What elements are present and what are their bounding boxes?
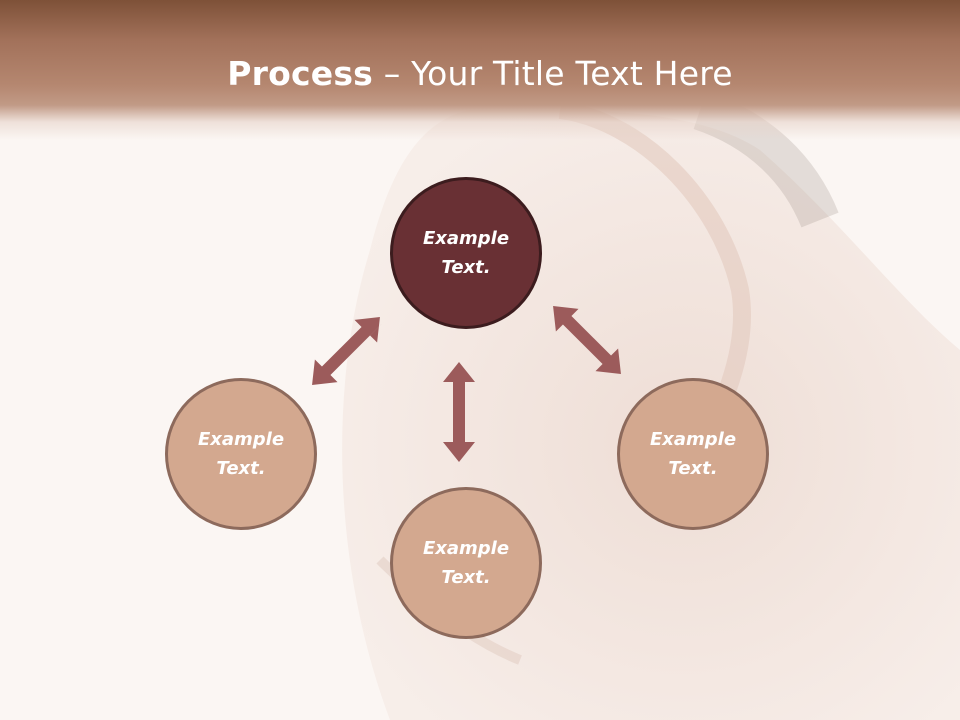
node-right: Example Text.: [617, 378, 769, 530]
node-top: Example Text.: [390, 177, 542, 329]
arrow-center-vertical: [443, 362, 475, 462]
arrow-top-left: [312, 317, 385, 385]
node-bottom-line2: Text.: [441, 567, 491, 588]
slide-title: Process – Your Title Text Here: [0, 54, 960, 93]
title-banner: [0, 0, 960, 140]
node-left: Example Text.: [165, 378, 317, 530]
node-right-line2: Text.: [668, 458, 718, 479]
node-bottom-line1: Example: [422, 538, 510, 559]
node-top-line2: Text.: [441, 257, 491, 278]
title-rest: – Your Title Text Here: [373, 54, 733, 93]
node-bottom: Example Text.: [390, 487, 542, 639]
node-left-line1: Example: [197, 429, 285, 450]
title-bold: Process: [227, 54, 374, 93]
node-right-line1: Example: [649, 429, 737, 450]
node-top-line1: Example: [422, 228, 510, 249]
arrow-top-right: [553, 301, 621, 374]
node-left-line2: Text.: [216, 458, 266, 479]
